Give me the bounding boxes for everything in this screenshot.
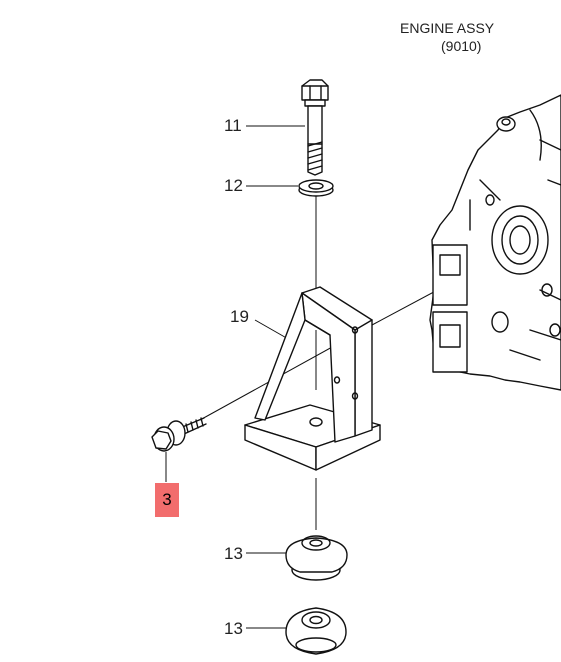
leader-lines xyxy=(165,125,305,629)
callout-19: 19 xyxy=(230,307,249,326)
callout-13-lower: 13 xyxy=(224,619,243,638)
lower-mount-part xyxy=(285,607,347,655)
callout-11: 11 xyxy=(224,116,242,135)
callout-12: 12 xyxy=(224,176,243,195)
assembly-code: (9010) xyxy=(441,37,482,54)
axis-lines xyxy=(199,195,446,530)
long-bolt-part xyxy=(301,79,329,176)
washer-part xyxy=(298,179,334,197)
short-bolt-part xyxy=(151,417,207,452)
callout-13-upper: 13 xyxy=(224,544,243,563)
assembly-name: ENGINE ASSY xyxy=(400,20,495,36)
callout-3-highlight[interactable]: 3 xyxy=(155,483,179,517)
bracket-part xyxy=(244,286,381,471)
assembly-title: ENGINE ASSY (9010) xyxy=(400,20,494,55)
upper-mount-part xyxy=(285,535,348,581)
engine-block-part xyxy=(429,94,561,391)
